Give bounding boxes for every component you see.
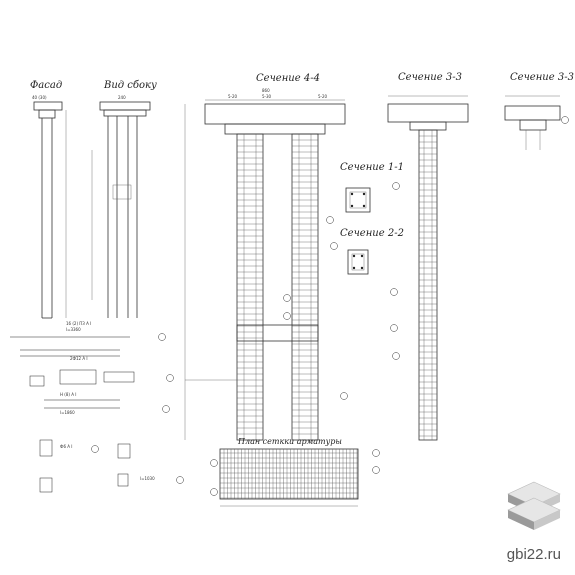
mesh-grid bbox=[220, 449, 358, 499]
section-2-2: Сечение 2-2 bbox=[330, 228, 404, 332]
rebar-label-5: Ф6 А I bbox=[60, 444, 72, 449]
sec44-left-dim: 5-20 bbox=[228, 94, 238, 99]
facade-top-dim: 40 (30) bbox=[32, 95, 47, 100]
stirrups-4-4 bbox=[237, 139, 318, 435]
mesh-plan: План сеткки арматуры bbox=[210, 437, 380, 507]
watermark: gbi22.ru bbox=[506, 546, 561, 563]
sec44-right-dim: 5-20 bbox=[318, 94, 328, 99]
section-4-4: Сечение 4-4 860 5-20 5-30 5-20 bbox=[184, 73, 348, 441]
side-view: Вид сбоку 240 bbox=[91, 80, 157, 318]
side-view-title: Вид сбоку bbox=[103, 80, 157, 91]
rebar-label-2: H (8) A I bbox=[60, 392, 76, 397]
section-22-title: Сечение 2-2 bbox=[340, 228, 404, 239]
logo-icon bbox=[504, 478, 564, 538]
rebar-label-1b: l=3360 bbox=[66, 327, 81, 332]
section-1-1: Сечение 1-1 bbox=[326, 162, 404, 224]
rebar-schedule: 16 (2) ПЗ А I l=3360 2Ф12 А I H (8) A I … bbox=[10, 321, 184, 493]
section-44-title: Сечение 4-4 bbox=[256, 73, 320, 84]
rebar-label-4: l=1860 bbox=[60, 410, 75, 415]
section-3-3-b: Сечение 3-3 bbox=[504, 72, 574, 150]
sec44-top-dim: 860 bbox=[262, 88, 270, 93]
stirrups-3-3 bbox=[419, 135, 437, 437]
rebar-label-3: 2Ф12 А I bbox=[70, 356, 88, 361]
facade-view: Фасад 40 (30) bbox=[30, 80, 67, 319]
mesh-plan-title: План сеткки арматуры bbox=[237, 437, 342, 446]
rebar-label-1: 16 (2) ПЗ А I bbox=[66, 321, 91, 326]
section-33a-title: Сечение 3-3 bbox=[398, 72, 462, 83]
section-3-3-a: Сечение 3-3 bbox=[387, 72, 469, 441]
rebar-label-6: l=1030 bbox=[140, 476, 155, 481]
section-11-title: Сечение 1-1 bbox=[340, 162, 404, 173]
side-top-dim: 240 bbox=[118, 95, 126, 100]
section-33b-title: Сечение 3-3 bbox=[510, 72, 574, 83]
facade-title: Фасад bbox=[30, 80, 62, 91]
sec44-mid-dim: 5-30 bbox=[262, 94, 272, 99]
